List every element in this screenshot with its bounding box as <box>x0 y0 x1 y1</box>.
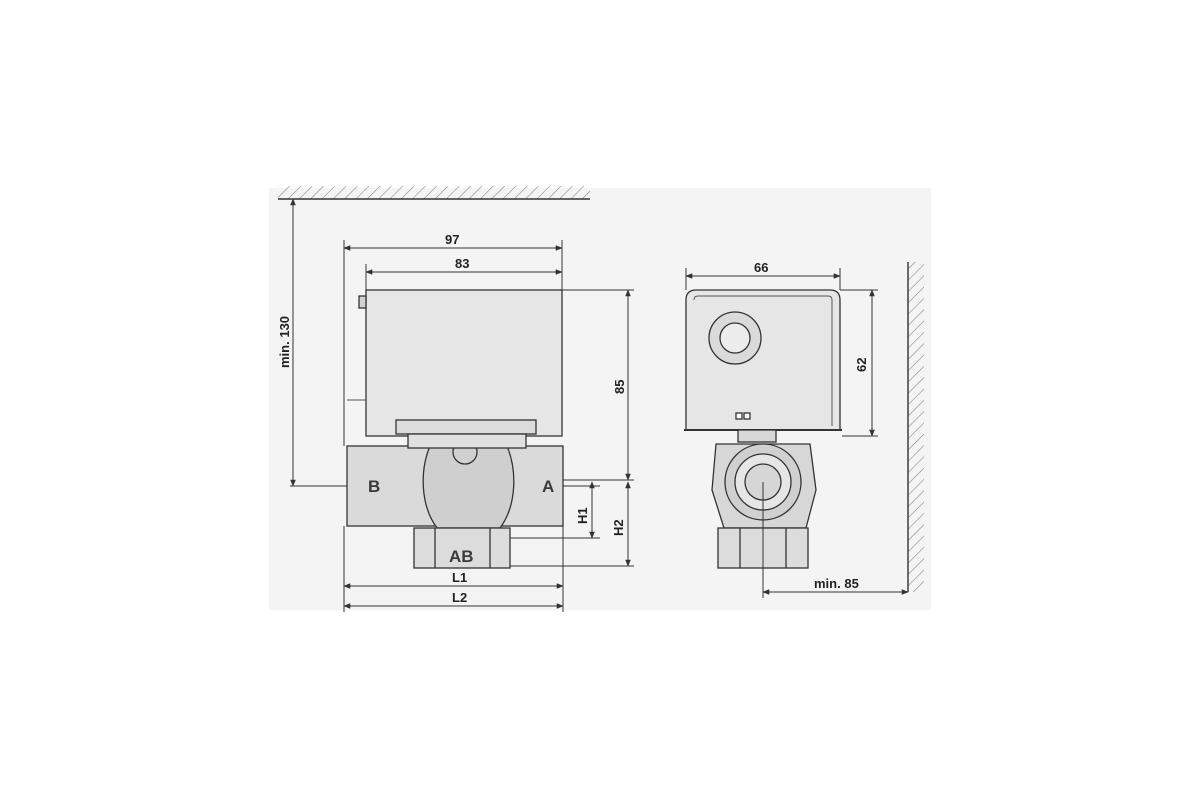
dim-h1: H1 <box>575 507 590 524</box>
port-b-label: B <box>368 477 380 496</box>
dim-97: 97 <box>445 232 459 247</box>
actuator-housing <box>365 289 563 437</box>
front-dimensions <box>290 198 634 612</box>
dim-83: 83 <box>455 256 469 271</box>
dim-66: 66 <box>754 260 768 275</box>
port-a-label: A <box>542 477 554 496</box>
dim-min-85: min. 85 <box>814 576 859 591</box>
dim-h2: H2 <box>611 519 626 536</box>
dim-l2: L2 <box>452 590 467 605</box>
side-wall <box>907 262 924 592</box>
dim-62: 62 <box>854 358 869 372</box>
dim-85: 85 <box>612 380 627 394</box>
ab-connector <box>413 527 511 569</box>
side-actuator-cover <box>685 289 841 431</box>
ceiling-wall <box>278 186 590 200</box>
side-dimensions <box>685 268 909 598</box>
port-ab-label: AB <box>449 547 474 566</box>
front-view <box>290 289 600 569</box>
dim-l1: L1 <box>452 570 467 585</box>
dim-min-130: min. 130 <box>277 316 292 368</box>
